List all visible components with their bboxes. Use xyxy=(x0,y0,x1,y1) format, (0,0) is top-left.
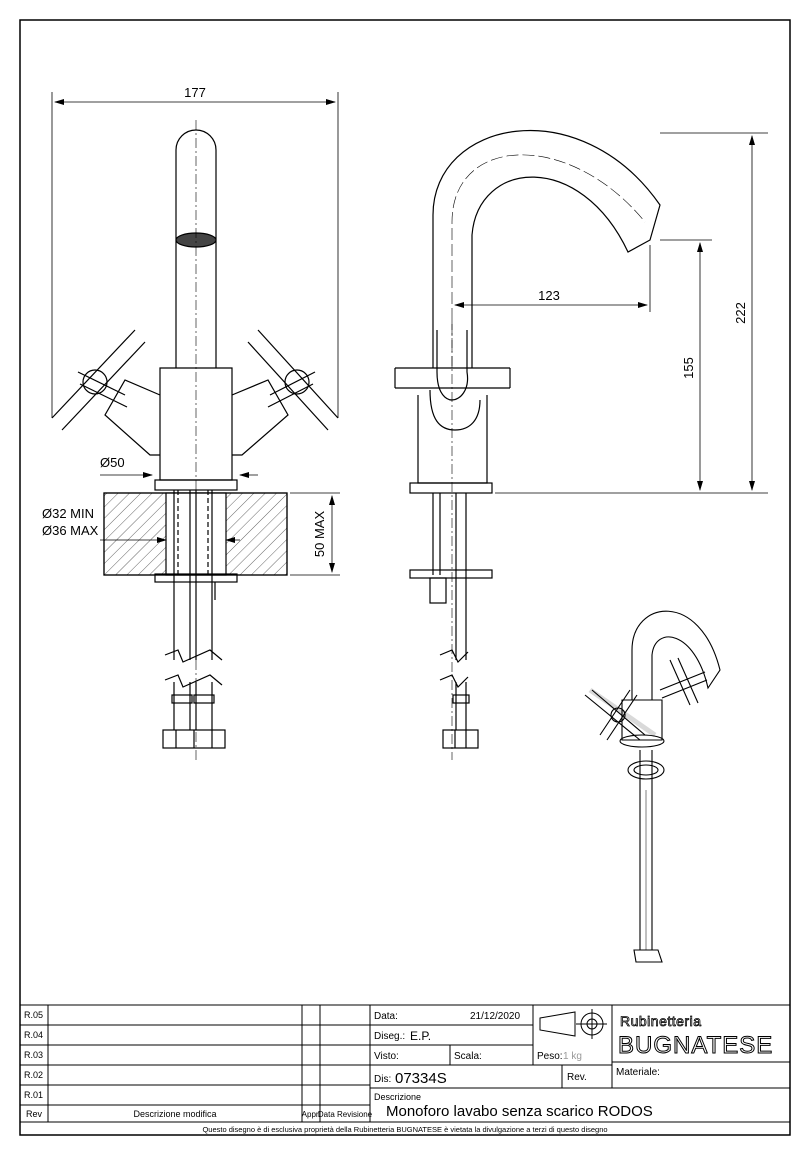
date-value: 21/12/2020 xyxy=(470,1011,520,1022)
footer-notice: Questo disegno è di esclusiva proprietà … xyxy=(202,1125,607,1134)
rev-row-r02: R.02 xyxy=(24,1070,43,1080)
rev-date-header: Data Revisione xyxy=(318,1110,373,1119)
rev-label: Rev. xyxy=(567,1072,587,1083)
weight-value: 1 kg xyxy=(563,1051,582,1062)
rev-row-r01: R.01 xyxy=(24,1090,43,1100)
rev-header: Rev xyxy=(26,1109,43,1119)
scale-label: Scala: xyxy=(454,1051,482,1062)
side-view-dimensions xyxy=(454,132,768,494)
dim-spout-reach: 123 xyxy=(538,288,560,303)
material-label: Materiale: xyxy=(616,1067,660,1078)
designer-label: Diseg.: xyxy=(374,1031,405,1042)
title-block xyxy=(19,1004,791,1123)
front-view xyxy=(51,120,339,760)
dim-base-diameter: Ø50 xyxy=(100,455,125,470)
rev-approved-header: Appr. xyxy=(302,1110,321,1119)
designer-value: E.P. xyxy=(410,1029,431,1043)
dim-total-height: 222 xyxy=(733,302,748,324)
rev-description-header: Descrizione modifica xyxy=(133,1109,216,1119)
dim-width-total: 177 xyxy=(184,85,206,100)
drawing-number: 07334S xyxy=(395,1070,447,1087)
projection-symbol-icon xyxy=(539,1009,607,1039)
rev-row-r03: R.03 xyxy=(24,1050,43,1060)
rev-row-r04: R.04 xyxy=(24,1030,43,1040)
checked-label: Visto: xyxy=(374,1051,399,1062)
side-view xyxy=(394,129,661,760)
sheet-border xyxy=(19,19,791,1136)
front-view-dimensions xyxy=(51,92,340,576)
description-label: Descrizione xyxy=(374,1092,421,1102)
company-name-line1: Rubinetteria xyxy=(620,1013,702,1029)
isometric-view xyxy=(584,610,721,963)
dim-hole-min: Ø32 MIN xyxy=(42,506,94,521)
dim-deck-thickness: 50 MAX xyxy=(312,511,327,558)
date-label: Data: xyxy=(374,1011,398,1022)
weight-label: Peso: xyxy=(537,1051,563,1062)
rev-row-r05: R.05 xyxy=(24,1010,43,1020)
dim-spout-height: 155 xyxy=(681,357,696,379)
company-name-line2: BUGNATESE xyxy=(618,1032,773,1059)
description-value: Monoforo lavabo senza scarico RODOS xyxy=(386,1103,653,1120)
drawing-label: Dis: xyxy=(374,1074,391,1085)
dim-hole-max: Ø36 MAX xyxy=(42,523,99,538)
